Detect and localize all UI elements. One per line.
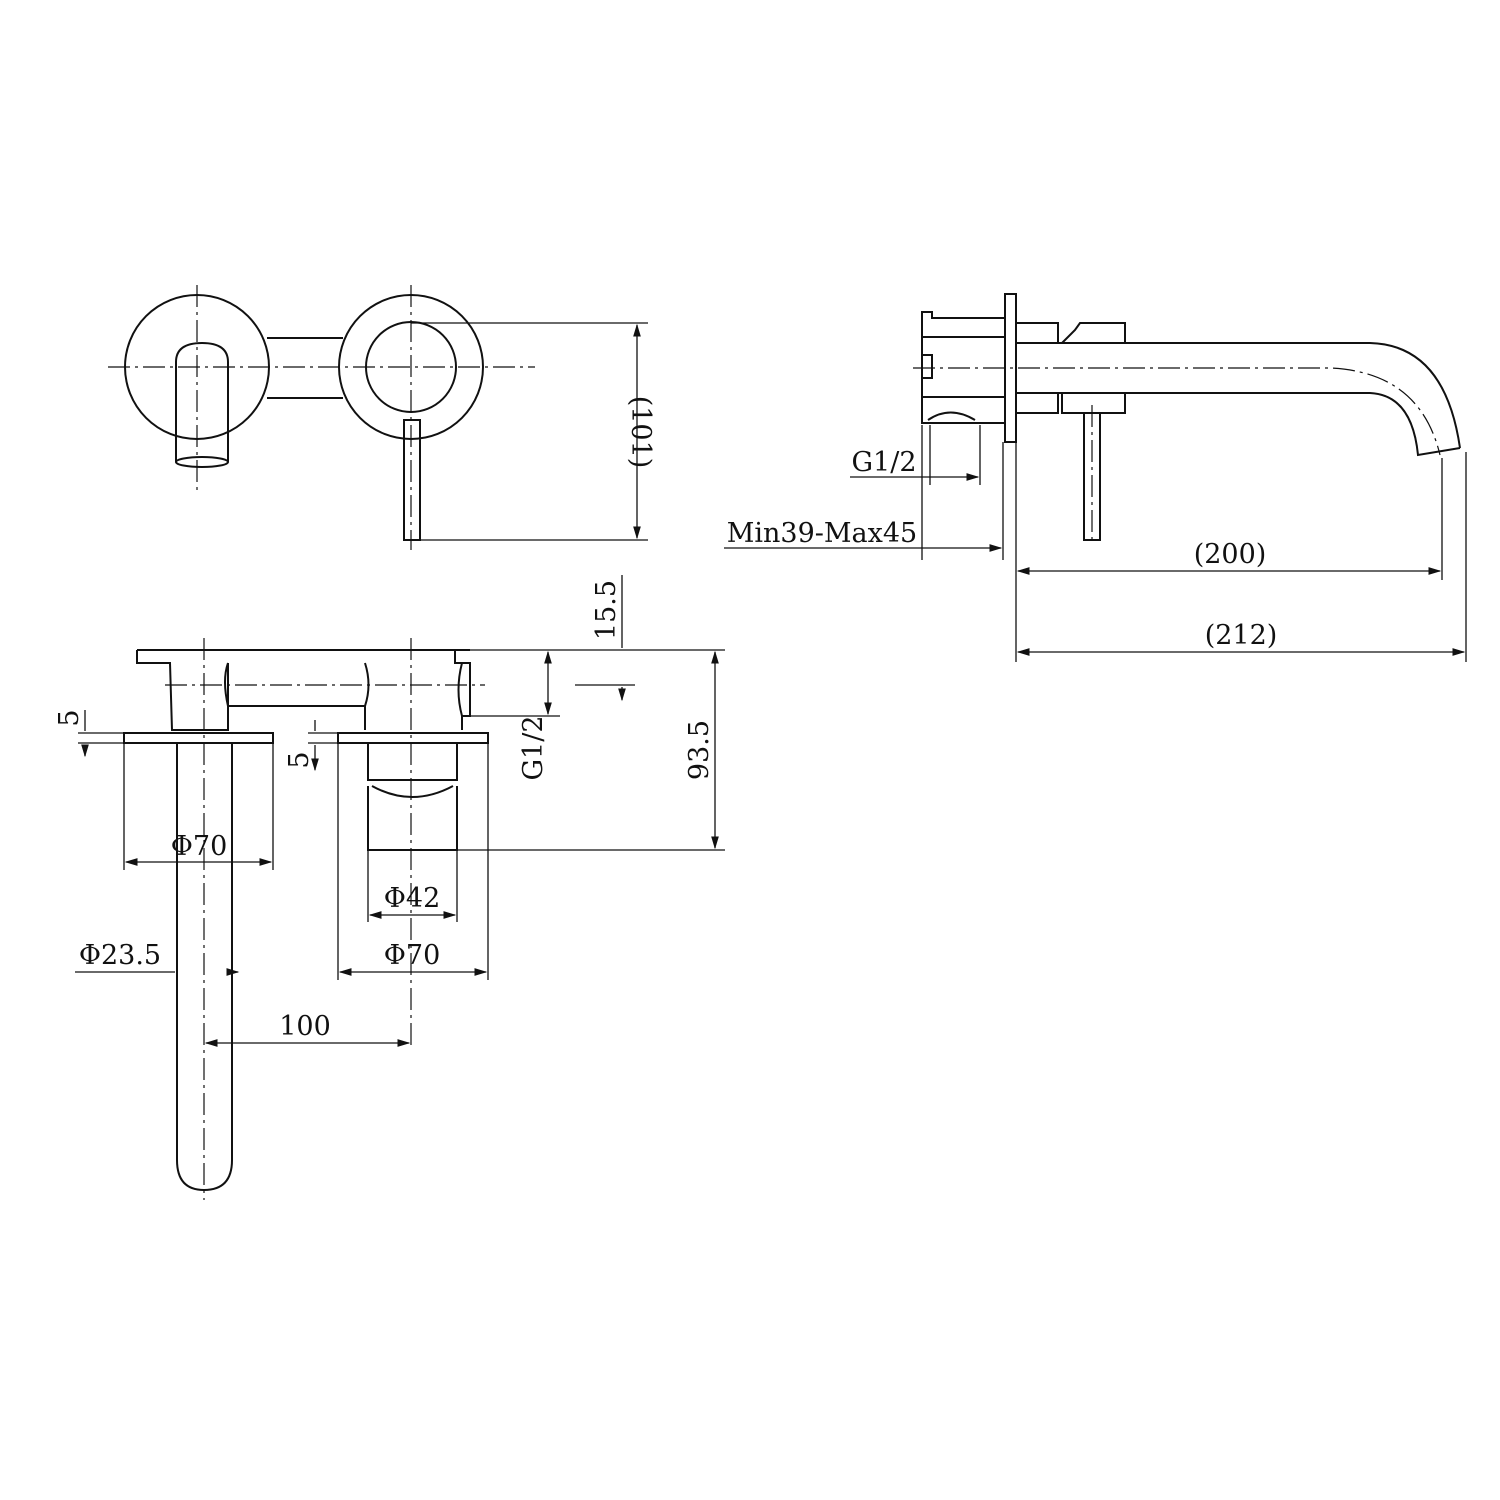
- left-plate: [123, 732, 274, 744]
- centre-distance-label: 100: [279, 1011, 331, 1042]
- thread-dim-label: G1/2: [851, 447, 916, 478]
- right-plate-dia-label: Φ70: [384, 940, 441, 971]
- left-plate-dia-label: Φ70: [171, 831, 228, 862]
- right-gap-label: 5: [284, 751, 315, 768]
- height-dim-label: (101): [625, 396, 656, 469]
- handle-body: [1016, 322, 1126, 414]
- cartridge-dia-label: Φ42: [384, 883, 441, 914]
- front-view: (101): [108, 285, 656, 550]
- cartridge: [367, 743, 458, 851]
- side-view: G1/2 Min39-Max45 (200) (212): [724, 293, 1467, 662]
- spout-reach-dim-label: (200): [1194, 539, 1267, 570]
- spout-dia-label: Φ23.5: [79, 940, 161, 971]
- left-gap-label: 5: [54, 709, 85, 726]
- overall-reach-dim-label: (212): [1205, 620, 1278, 651]
- right-plate: [337, 732, 489, 744]
- spout-body: [175, 341, 229, 462]
- valve-body: [921, 311, 1005, 424]
- top-view: Φ70 Φ42 Φ70 Φ23.5 100 93.5 15.5 G1/2 5 5: [54, 575, 725, 1200]
- lever: [403, 419, 421, 541]
- wall-depth-dim-label: Min39-Max45: [727, 518, 917, 549]
- spout: [1016, 342, 1461, 457]
- depth-dim-label: 93.5: [684, 720, 715, 780]
- concealed-body: [136, 649, 471, 731]
- top-offset-dim-label: 15.5: [591, 580, 622, 640]
- connecting-bar: [267, 337, 343, 399]
- thread-dim-top-label: G1/2: [518, 715, 549, 780]
